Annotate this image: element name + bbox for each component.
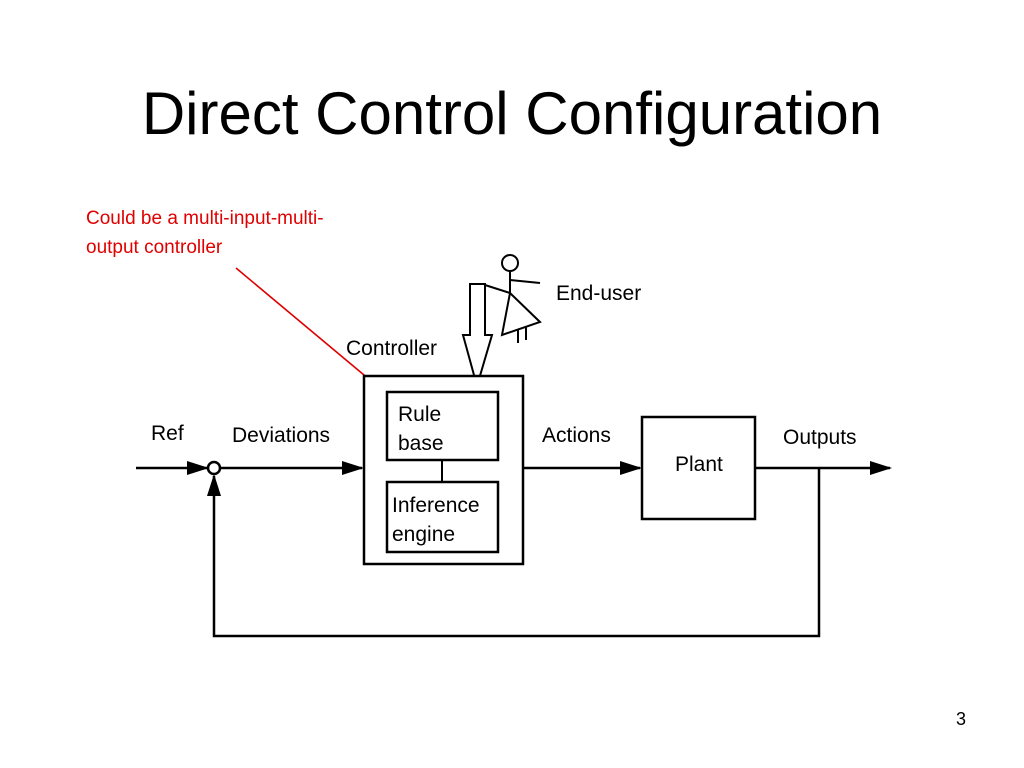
rule-base-block bbox=[385, 390, 500, 462]
summing-junction-icon bbox=[206, 460, 222, 476]
plant-label: Plant bbox=[675, 453, 723, 476]
ref-label: Ref bbox=[151, 422, 184, 445]
outputs-label: Outputs bbox=[783, 426, 857, 449]
page-number: 3 bbox=[955, 709, 966, 729]
end-user-input-arrow bbox=[461, 283, 494, 390]
plant-block bbox=[640, 415, 757, 521]
actions-label: Actions bbox=[542, 424, 611, 447]
inference-engine-block bbox=[385, 480, 500, 554]
slide-title: Direct Control Configuration bbox=[141, 80, 883, 147]
annotation-pointer-line bbox=[235, 267, 371, 381]
rule-base-label-line-2: base bbox=[398, 432, 444, 455]
end-user-label: End-user bbox=[556, 282, 641, 305]
end-user-icon bbox=[484, 254, 542, 343]
inference-engine-label-line-1: Inference bbox=[392, 494, 480, 517]
annotation-line-1: Could be a multi-input-multi- bbox=[86, 208, 324, 229]
rule-base-label-line-1: Rule bbox=[398, 403, 441, 426]
controller-label: Controller bbox=[346, 337, 437, 360]
deviations-label: Deviations bbox=[232, 424, 330, 447]
inference-engine-label-line-2: engine bbox=[392, 523, 455, 546]
feedback-path bbox=[207, 468, 821, 638]
annotation-line-2: output controller bbox=[86, 237, 223, 258]
